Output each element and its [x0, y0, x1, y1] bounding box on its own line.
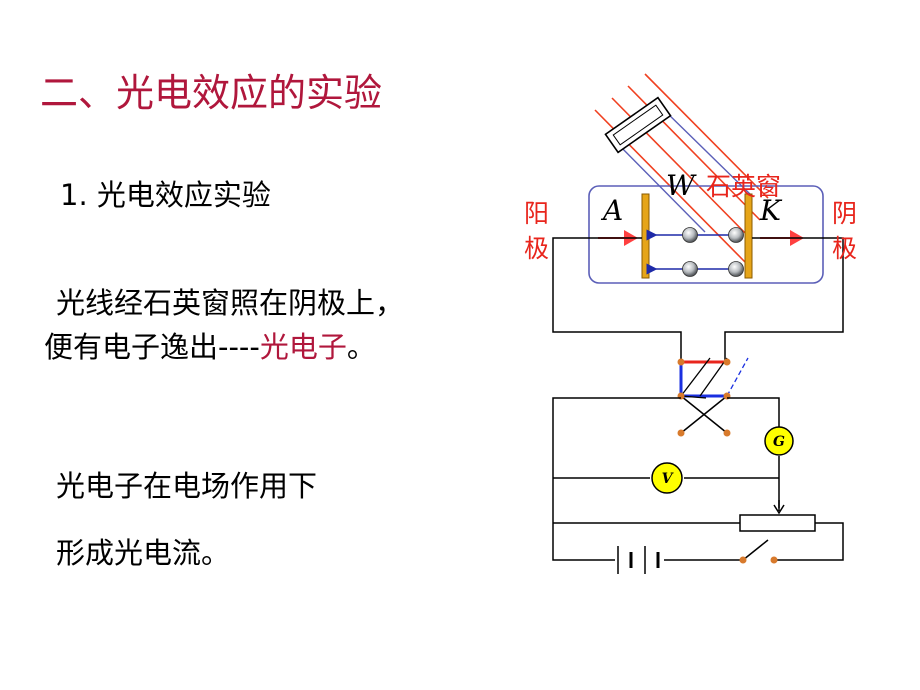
paragraph-2-line-2: 形成光电流。	[56, 536, 231, 570]
galvanometer: G	[764, 426, 794, 456]
anode-electrode	[641, 193, 650, 279]
anode-symbol: A	[600, 194, 623, 227]
vacuum-tube	[588, 185, 824, 284]
light-ray	[644, 73, 769, 199]
external-circuit	[552, 397, 844, 561]
section-heading: 1. 光电效应实验	[60, 178, 271, 212]
electron	[682, 227, 698, 243]
cathode-label-2: 极	[832, 234, 857, 263]
tube-leads	[552, 237, 844, 360]
cathode-symbol: K	[759, 194, 783, 227]
paragraph-2-line-1: 光电子在电场作用下	[56, 469, 318, 503]
electron-flow-arrows	[646, 229, 737, 275]
light-guide	[611, 107, 753, 233]
battery	[617, 546, 660, 574]
paragraph-1-line-1: 光线经石英窗照在阴极上，	[56, 286, 405, 320]
electron	[682, 261, 698, 277]
rheostat-slider	[773, 500, 785, 515]
voltmeter: V	[651, 462, 683, 494]
key-switch	[739, 539, 778, 564]
cathode-label-1: 阴	[832, 199, 857, 228]
paragraph-1-line-2: 便有电子逸出----光电子。	[44, 324, 376, 366]
reversing-switch	[677, 357, 749, 437]
paragraph-1-text: 便有电子逸出----	[44, 330, 260, 364]
photoelectron-term: 光电子	[259, 330, 347, 364]
voltmeter-label: V	[662, 471, 675, 487]
quartz-window	[604, 96, 672, 154]
anode-label-2: 极	[524, 234, 549, 263]
anode-label-1: 阳	[524, 199, 549, 228]
electron	[728, 227, 744, 243]
electron	[728, 261, 744, 277]
page-title: 二、光电效应的实验	[40, 71, 383, 115]
rheostat	[739, 514, 816, 532]
cathode-electrode	[744, 193, 753, 279]
paragraph-1-period: 。	[346, 330, 376, 364]
electrons	[682, 227, 744, 277]
window-symbol: W	[666, 169, 697, 202]
quartz-window-label: 石英窗	[706, 172, 781, 201]
galvanometer-label: G	[773, 434, 785, 450]
